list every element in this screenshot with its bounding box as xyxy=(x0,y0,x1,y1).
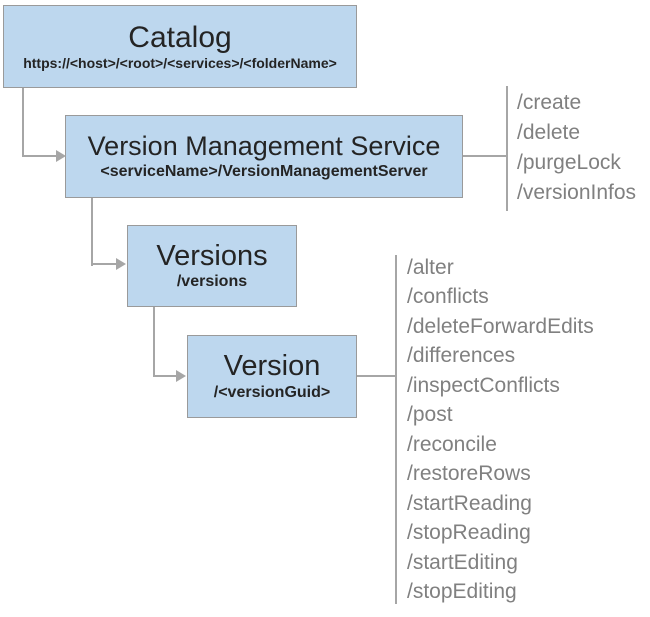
node-catalog: Catalog https://<host>/<root>/<services>… xyxy=(3,5,357,88)
vms-operations-list: /create/delete/purgeLock/versionInfos xyxy=(517,88,636,208)
connector-versions-to-version-vertical xyxy=(153,307,155,377)
operation-item: /startEditing xyxy=(407,550,518,574)
node-version-title: Version xyxy=(223,350,321,383)
node-version-management-service: Version Management Service <serviceName>… xyxy=(65,115,463,198)
node-versions-subtitle: /versions xyxy=(176,273,248,291)
connector-version-to-operations xyxy=(357,375,397,377)
operation-item: /startReading xyxy=(407,491,532,515)
version-operations-list: /alter/conflicts/deleteForwardEdits/diff… xyxy=(407,253,594,607)
vms-operations-bracket xyxy=(506,86,508,211)
operation-item: /conflicts xyxy=(407,285,489,309)
node-version-management-service-subtitle: <serviceName>/VersionManagementServer xyxy=(100,162,428,180)
operation-item: /alter xyxy=(407,255,454,279)
operation-item: /purgeLock xyxy=(517,151,621,174)
operation-item: /create xyxy=(517,91,582,114)
node-versions: Versions /versions xyxy=(127,225,297,307)
connector-vms-to-versions-horizontal xyxy=(91,263,118,265)
connector-versions-to-version-horizontal xyxy=(153,375,178,377)
operation-item: /stopReading xyxy=(407,521,531,545)
connector-catalog-to-vms-horizontal xyxy=(22,155,57,157)
connector-vms-to-versions-vertical xyxy=(91,198,93,266)
operation-item: /reconcile xyxy=(407,432,497,456)
node-catalog-title: Catalog xyxy=(128,20,232,54)
version-operations-bracket xyxy=(395,255,397,604)
node-version-management-service-title: Version Management Service xyxy=(87,131,441,162)
operation-item: /deleteForwardEdits xyxy=(407,314,594,338)
operation-item: /delete xyxy=(517,121,581,144)
arrowhead-right-icon xyxy=(116,258,126,270)
operation-item: /inspectConflicts xyxy=(407,373,560,397)
operation-item: /post xyxy=(407,403,453,427)
operation-item: /stopEditing xyxy=(407,580,517,604)
node-versions-title: Versions xyxy=(156,239,268,272)
node-version-subtitle: /<versionGuid> xyxy=(213,383,331,401)
connector-catalog-to-vms-vertical xyxy=(22,88,24,157)
node-version: Version /<versionGuid> xyxy=(187,335,357,418)
operation-item: /versionInfos xyxy=(517,181,637,204)
arrowhead-right-icon xyxy=(56,150,66,162)
arrowhead-right-icon xyxy=(176,370,186,382)
operation-item: /restoreRows xyxy=(407,462,531,486)
node-catalog-subtitle: https://<host>/<root>/<services>/<folder… xyxy=(23,54,337,71)
connector-vms-to-operations xyxy=(463,155,508,157)
operation-item: /differences xyxy=(407,344,516,368)
